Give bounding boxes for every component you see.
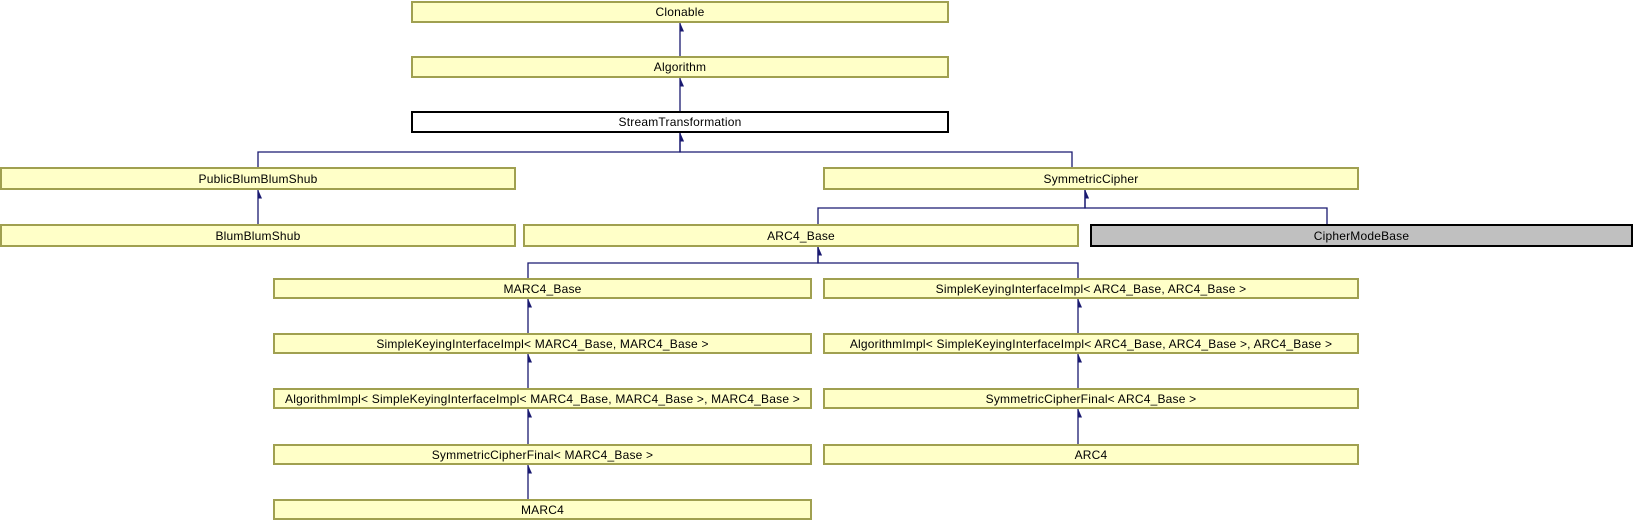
inheritance-edges [257,23,1328,499]
class-node-algimpl-arc4[interactable]: AlgorithmImpl< SimpleKeyingInterfaceImpl… [823,333,1359,354]
class-node-scf-marc4[interactable]: SymmetricCipherFinal< MARC4_Base > [273,444,812,465]
class-node-skii-arc4[interactable]: SimpleKeyingInterfaceImpl< ARC4_Base, AR… [823,278,1359,299]
class-node-marc4[interactable]: MARC4 [273,499,812,520]
class-node-arc4-base[interactable]: ARC4_Base [523,224,1079,247]
inheritance-edge-arc4-base-to-symmetric-cipher [817,190,1085,224]
class-node-cipher-mode-base: CipherModeBase [1090,224,1633,247]
class-node-clonable[interactable]: Clonable [411,1,949,23]
inheritance-edge-public-blum-blum-shub-to-stream-transformation [257,133,680,167]
class-node-skii-marc4[interactable]: SimpleKeyingInterfaceImpl< MARC4_Base, M… [273,333,812,354]
class-node-symmetric-cipher[interactable]: SymmetricCipher [823,167,1359,190]
class-node-scf-arc4[interactable]: SymmetricCipherFinal< ARC4_Base > [823,388,1359,409]
class-node-arc4[interactable]: ARC4 [823,444,1359,465]
class-node-algimpl-marc4[interactable]: AlgorithmImpl< SimpleKeyingInterfaceImpl… [273,388,812,409]
class-node-marc4-base[interactable]: MARC4_Base [273,278,812,299]
class-node-public-blum-blum-shub[interactable]: PublicBlumBlumShub [0,167,516,190]
class-node-stream-transformation: StreamTransformation [411,111,949,133]
inheritance-edge-marc4-base-to-arc4-base [527,247,818,278]
inheritance-edge-symmetric-cipher-to-stream-transformation [679,133,1073,167]
class-node-blum-blum-shub[interactable]: BlumBlumShub [0,224,516,247]
class-node-algorithm[interactable]: Algorithm [411,56,949,78]
inheritance-edge-skii-arc4-to-arc4-base [817,247,1079,278]
inheritance-edge-cipher-mode-base-to-symmetric-cipher [1084,190,1328,224]
